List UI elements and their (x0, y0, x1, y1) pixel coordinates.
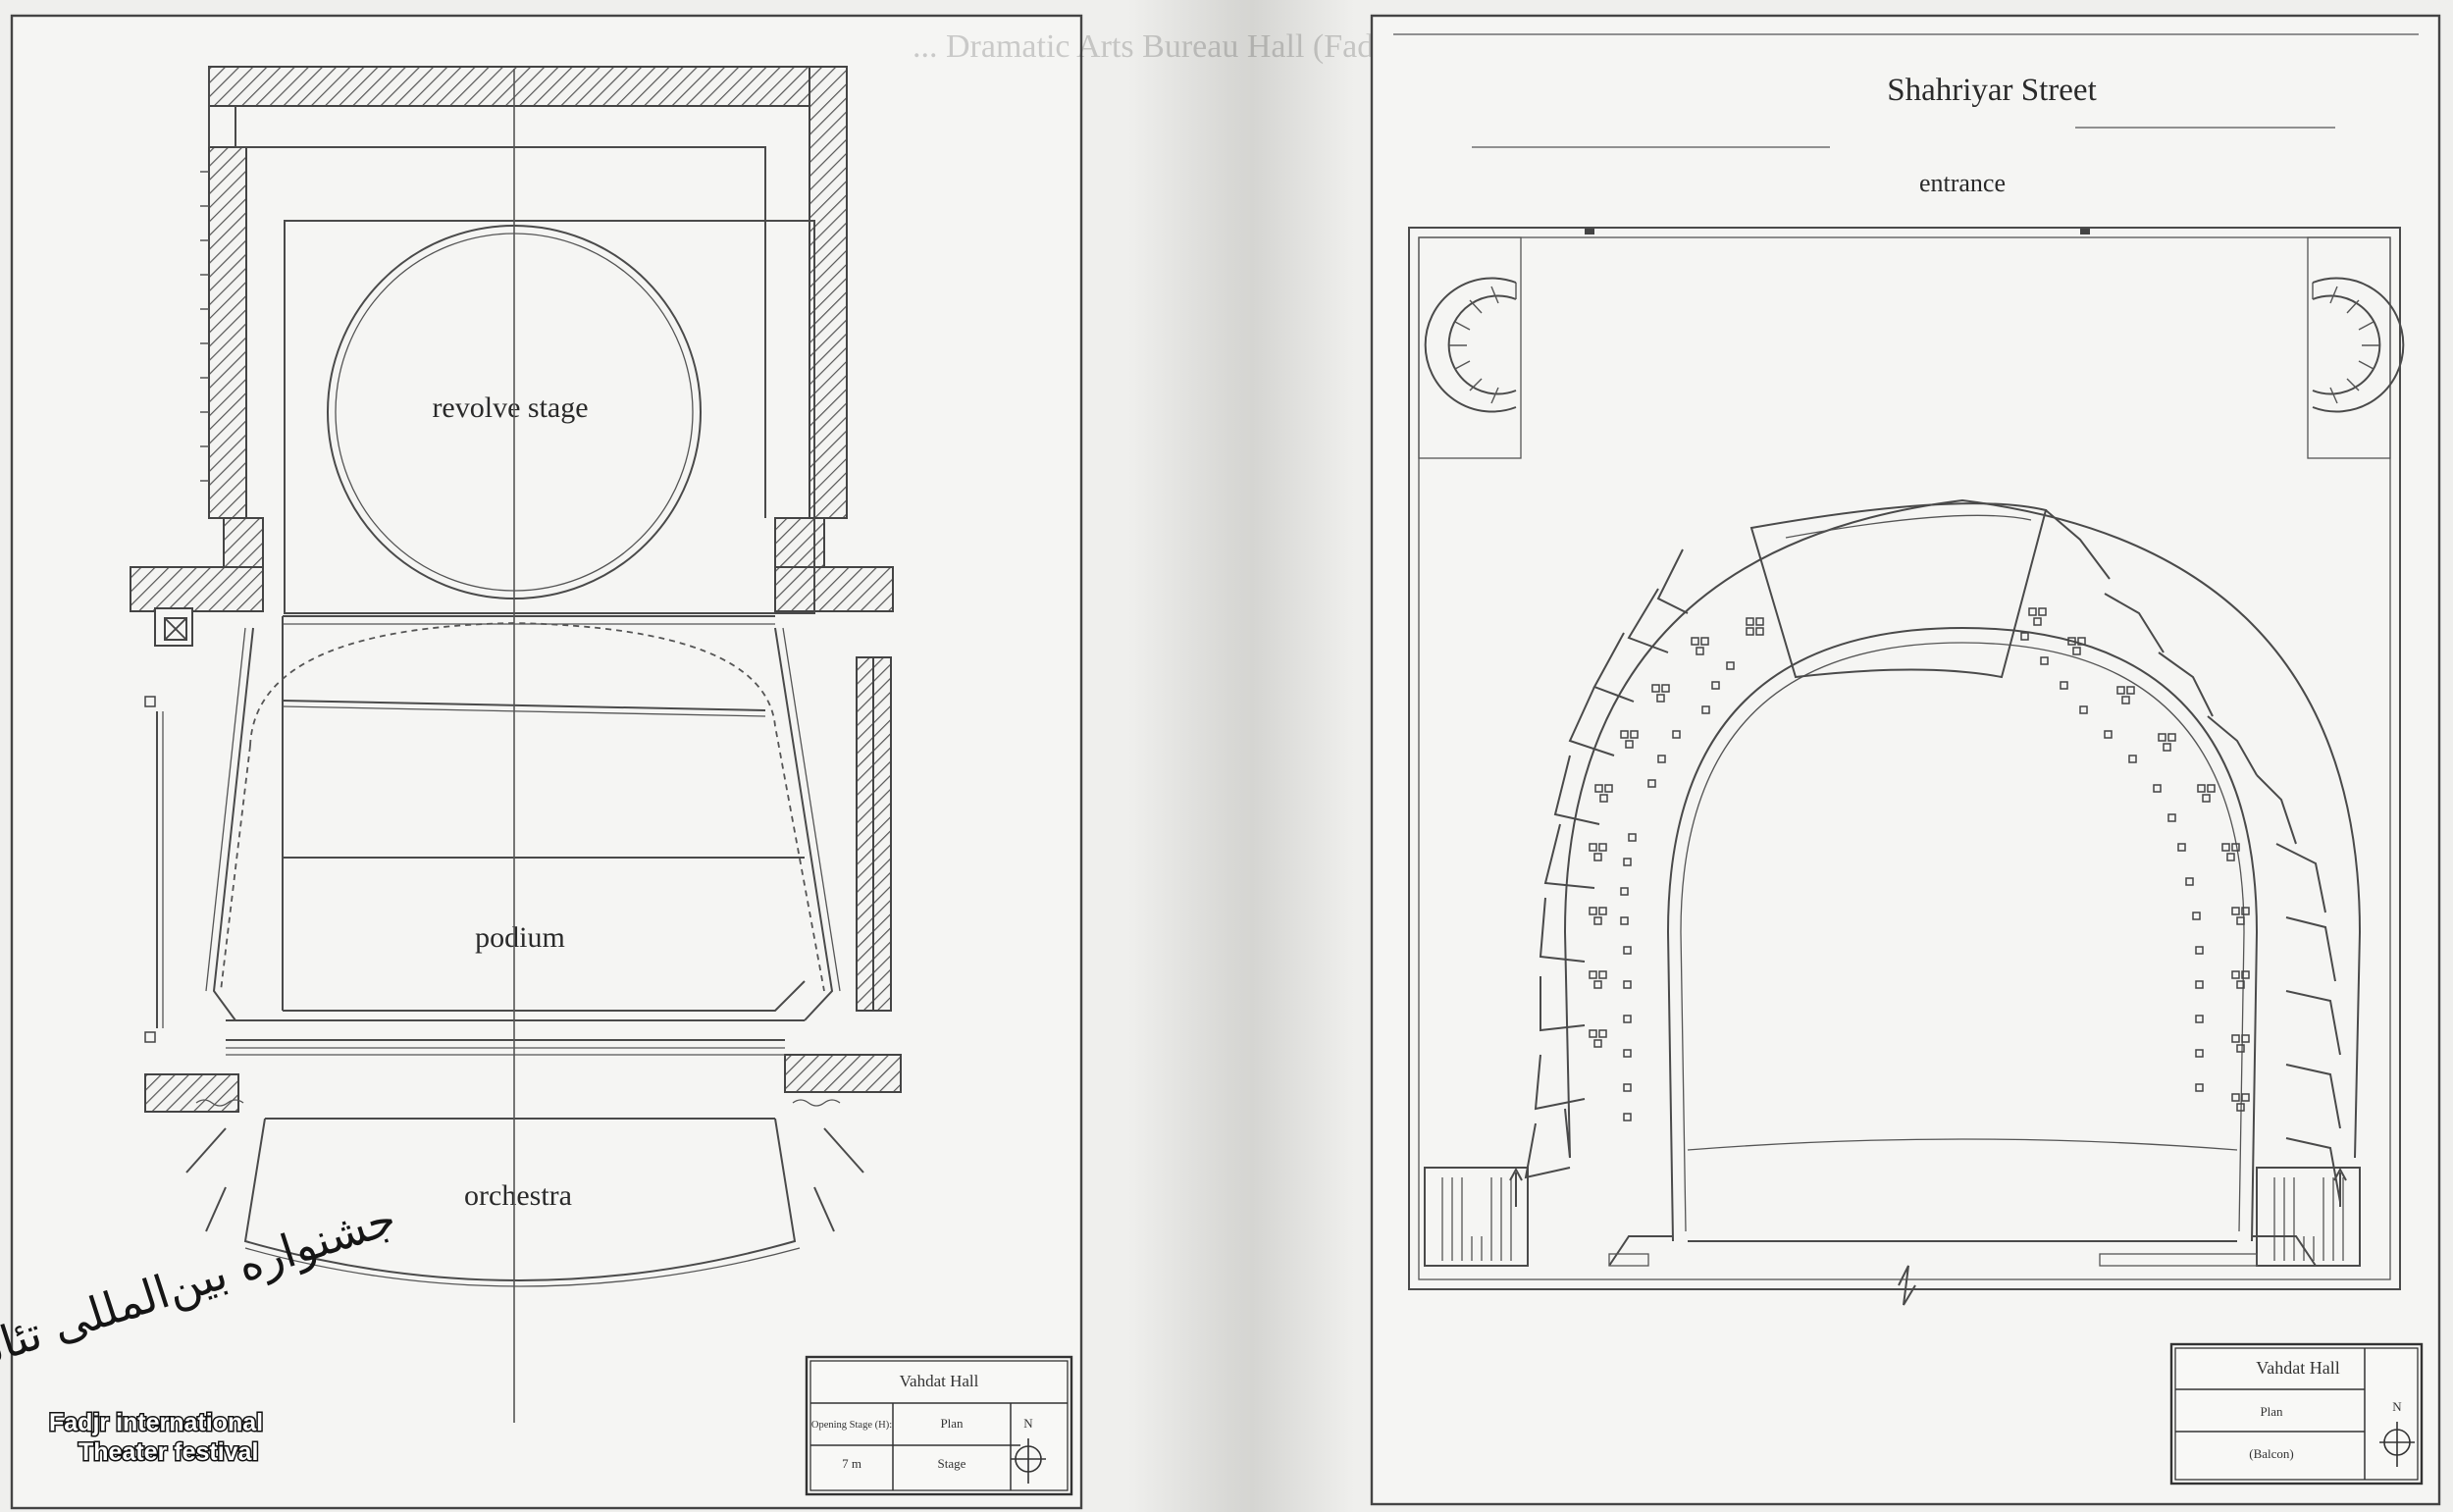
service-box (154, 607, 193, 647)
left-titleblock-col1-val: 7 m (842, 1456, 861, 1471)
left-titleblock-name: Vahdat Hall (900, 1372, 979, 1390)
boxes-right (2045, 509, 2341, 1203)
auditorium-void (1666, 626, 2259, 1242)
right-titleblock-north: N (2392, 1399, 2402, 1414)
orchestra-pit (185, 1099, 864, 1287)
boxes-left (1524, 548, 1689, 1179)
balcony-edge (1563, 498, 2362, 1159)
street-lines (1393, 33, 2419, 148)
side-rail (144, 696, 164, 1043)
left-page-border (10, 14, 1083, 1510)
stair-tower-top-left (1418, 236, 1522, 459)
seat-markers (1589, 607, 2250, 1121)
left-titleblock-col3-head: N (1023, 1416, 1033, 1431)
stair-tower-top-right (2307, 236, 2405, 459)
building-outline (1408, 227, 2401, 1306)
right-titleblock-row1: Plan (2260, 1404, 2283, 1419)
right-page-border (1370, 14, 2441, 1506)
stair-bottom-left (1424, 1167, 1529, 1267)
stair-bottom-right (2256, 1167, 2361, 1267)
right-titleblock (2169, 1342, 2424, 1486)
stage-house-walls (130, 66, 902, 1113)
left-titleblock (805, 1355, 1073, 1496)
entrance-label: entrance (1919, 169, 2006, 197)
right-titleblock-row2: (Balcon) (2249, 1446, 2293, 1461)
podium-area (205, 615, 841, 1056)
right-titleblock-name: Vahdat Hall (2256, 1358, 2339, 1378)
right-page: Shahriyar Street entrance (1370, 14, 2441, 1506)
central-balcony-block (1749, 502, 2048, 679)
side-ladder (856, 656, 892, 1012)
podium-label: podium (475, 921, 565, 954)
left-titleblock-col1-head: Opening Stage (H): (811, 1420, 892, 1431)
logo-line2: Theater festival (78, 1438, 258, 1466)
logo-line1: Fadjr international (49, 1409, 263, 1436)
left-page: ... Dramatic Arts Bureau Hall (Fadjr The… (0, 14, 1527, 1510)
street-label: Shahriyar Street (1887, 73, 2097, 108)
left-titleblock-col2-val: Stage (938, 1456, 966, 1471)
revolve-stage-label: revolve stage (432, 391, 588, 424)
orchestra-label: orchestra (464, 1179, 572, 1212)
left-titleblock-col2-head: Plan (940, 1416, 964, 1431)
